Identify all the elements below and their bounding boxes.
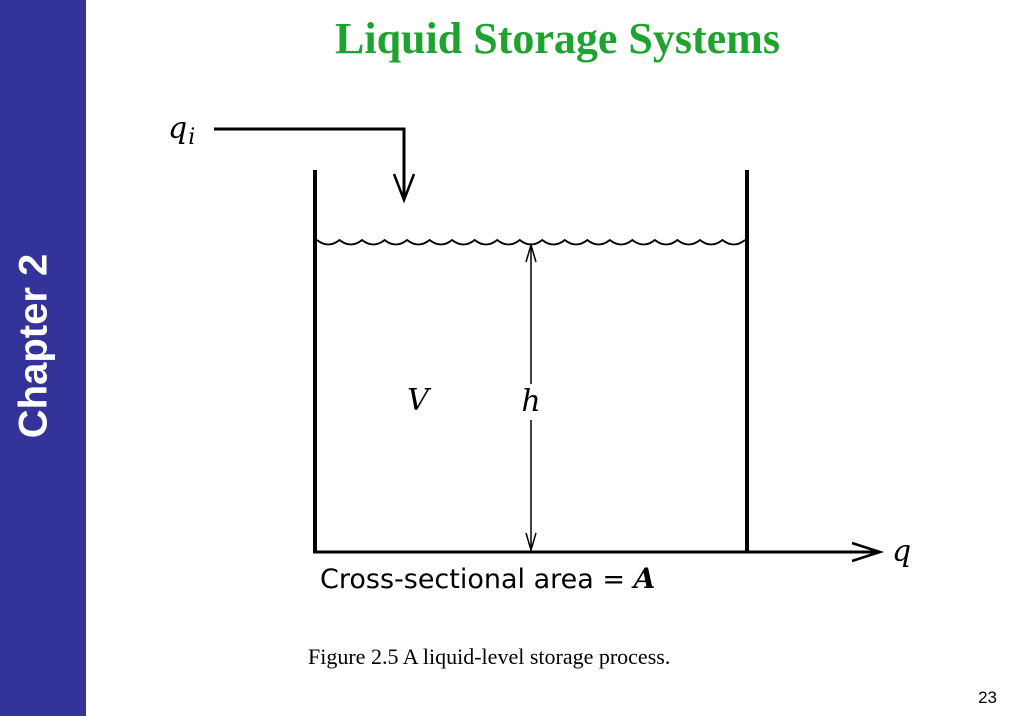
height-label: h <box>521 384 540 419</box>
height-arrow-bottom <box>525 532 537 553</box>
inflow-label: qi <box>168 111 195 150</box>
inflow-pipe <box>214 127 406 196</box>
outflow-label: q <box>892 534 911 569</box>
height-arrow-top <box>525 242 537 263</box>
height-label-background <box>514 384 548 420</box>
outflow-arrowhead <box>851 541 885 563</box>
cross-section-area-label: Cross-sectional area = A <box>320 562 655 595</box>
page-number: 23 <box>978 688 997 707</box>
inflow-arrowhead <box>392 173 416 204</box>
chapter-sidebar: Chapter 2 <box>0 0 86 716</box>
figure-caption: Figure 2.5 A liquid-level storage proces… <box>308 644 671 669</box>
volume-label: V <box>407 383 432 418</box>
slide-title: Liquid Storage Systems <box>335 14 780 63</box>
